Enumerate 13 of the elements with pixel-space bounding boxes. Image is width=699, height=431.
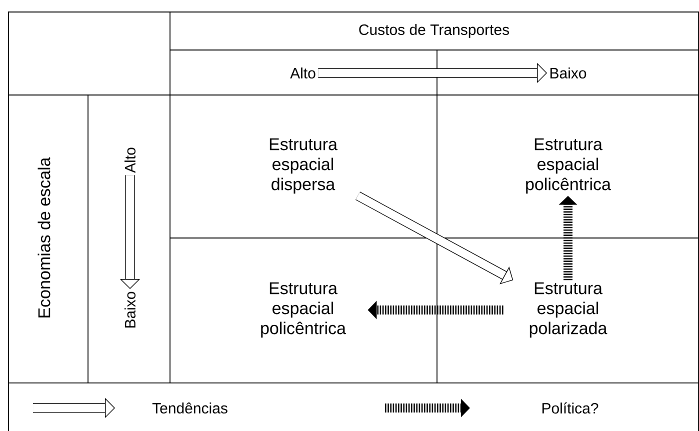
quadrant-text: Estrutura espacial policêntrica — [526, 138, 611, 194]
column-label: Baixo — [550, 67, 586, 78]
legend-text: Política? — [542, 402, 598, 414]
trend-arrow — [356, 192, 514, 284]
legend-text: Tendências — [152, 402, 228, 414]
quadrant-text: Estrutura espacial polarizada — [530, 282, 608, 338]
column-heading: Custos de Transportes — [359, 24, 510, 38]
row-label: Baixo — [124, 292, 136, 328]
column-label: Alto — [290, 67, 316, 78]
quadrant-text: Estrutura espacial policêntrica — [261, 282, 346, 338]
row-label: Alto — [124, 148, 136, 173]
row-heading: Economias de escala — [38, 157, 50, 318]
quadrant-text: Estrutura espacial dispersa — [270, 138, 338, 194]
